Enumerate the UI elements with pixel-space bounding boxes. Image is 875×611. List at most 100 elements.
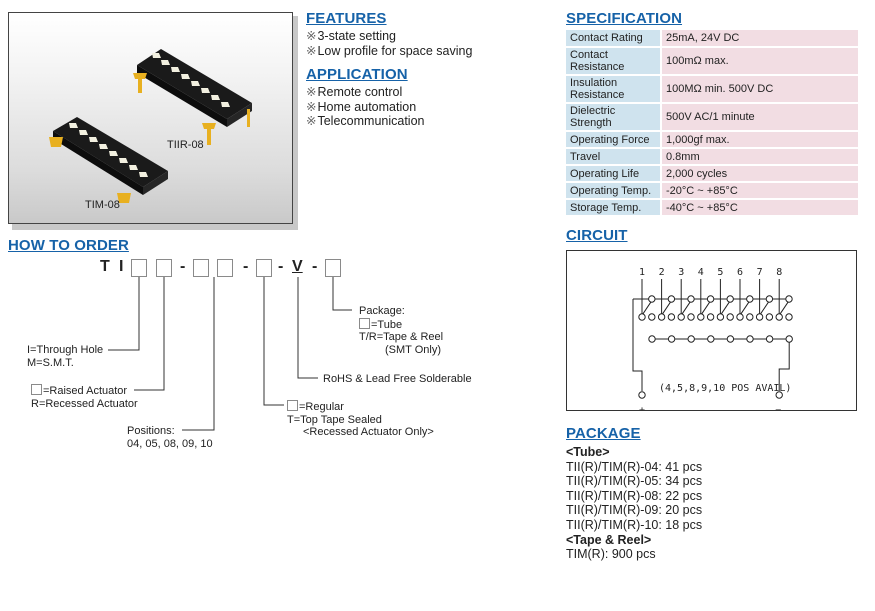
- switch-contact: [657, 313, 666, 321]
- switch-pivot: [726, 295, 734, 303]
- switch-contact: [726, 313, 734, 321]
- position-label: 8: [776, 267, 782, 278]
- leader-line-rohs: [297, 277, 318, 379]
- switch-pivot: [785, 295, 793, 303]
- package-item: TII(R)/TIM(R)-09: 20 pcs: [566, 503, 703, 518]
- order-slot-sealing: [256, 259, 272, 277]
- dip-switch-illustration: [49, 49, 252, 203]
- bullet-mark-icon: ※: [306, 29, 317, 43]
- bullet-mark-icon: ※: [306, 43, 317, 58]
- package-item: TII(R)/TIM(R)-10: 18 pcs: [566, 517, 703, 532]
- switch-contact: [706, 313, 715, 321]
- order-dash: -: [180, 258, 186, 275]
- position-label: 2: [659, 267, 665, 278]
- switch-pivot: [706, 295, 715, 303]
- spec-row: Storage Temp.-40°C ~ +85°C: [566, 199, 858, 217]
- application-item: ※Remote control: [306, 85, 403, 99]
- how-to-order-heading: HOW TO ORDER: [8, 237, 129, 254]
- photo-label-tim-08: TIM-08: [85, 199, 120, 211]
- switch-lever: [681, 301, 691, 315]
- position-label: 3: [678, 267, 684, 278]
- order-dash: -: [312, 258, 318, 275]
- switch-lever: [779, 301, 789, 315]
- photo-label-tiir-08: TIIR-08: [167, 139, 204, 151]
- order-legend-positions: Positions:04, 05, 08, 09, 10: [127, 425, 213, 450]
- order-slot-positions-1: [193, 259, 209, 277]
- specification-heading: SPECIFICATION: [566, 10, 683, 27]
- switch-pivot: [667, 295, 676, 303]
- order-prefix-t: T: [100, 258, 110, 275]
- bus-node: [667, 335, 676, 343]
- switch-contact: [667, 313, 676, 321]
- order-fixed-v: V: [292, 258, 303, 275]
- switch-lever: [642, 301, 652, 315]
- features-list: ※3-state setting ※Low profile for space …: [306, 29, 472, 58]
- order-prefix-i: I: [119, 258, 124, 275]
- blank-box-icon: [31, 384, 42, 395]
- spec-row: Operating Temp.-20°C ~ +85°C: [566, 182, 858, 200]
- bus-node: [765, 335, 774, 343]
- switch-lever: [760, 301, 769, 315]
- bus-node: [707, 335, 715, 343]
- switch-lever: [720, 301, 730, 315]
- order-legend-rohs: RoHS & Lead Free Solderable: [323, 373, 472, 385]
- switch-lever: [740, 301, 750, 315]
- package-item: TIM(R): 900 pcs: [566, 547, 656, 562]
- switch-contact: [697, 313, 705, 321]
- bus-node: [726, 335, 735, 343]
- position-label: 7: [757, 267, 763, 278]
- bullet-mark-icon: ※: [306, 114, 317, 128]
- plus-wire: [632, 299, 643, 391]
- switch-pivot: [648, 295, 656, 303]
- switch-contact: [755, 313, 764, 321]
- position-label: 6: [737, 267, 743, 278]
- circuit-heading: CIRCUIT: [566, 227, 628, 244]
- blank-box-icon: [359, 317, 370, 329]
- order-slot-actuator: [156, 259, 172, 277]
- switch-contact: [716, 313, 725, 321]
- package-reel-header: <Tape & Reel>: [566, 532, 652, 547]
- product-photo: TIIR-08 TIM-08: [8, 12, 293, 224]
- switch-contact: [785, 313, 793, 321]
- bullet-mark-icon: ※: [306, 85, 317, 99]
- switch-contact: [687, 313, 695, 321]
- bullet-mark-icon: ※: [306, 99, 317, 114]
- order-leader-lines: [108, 277, 352, 431]
- features-item: ※Low profile for space saving: [306, 43, 473, 58]
- package-list: <Tube> TII(R)/TIM(R)-04: 41 pcs TII(R)/T…: [566, 445, 702, 562]
- leader-line-package: [332, 277, 352, 311]
- leader-line-mounting: [108, 277, 140, 351]
- position-label: 1: [639, 267, 645, 278]
- switch-contact: [648, 313, 656, 321]
- order-dash: -: [278, 258, 284, 275]
- application-item: ※Telecommunication: [306, 114, 425, 128]
- order-slot-mounting: [131, 259, 147, 277]
- switch-contact: [746, 313, 754, 321]
- bus-node: [746, 335, 754, 343]
- switch-lever: [701, 301, 711, 315]
- package-item: TII(R)/TIM(R)-04: 41 pcs: [566, 459, 703, 474]
- order-slot-package: [325, 259, 341, 277]
- position-label: 4: [698, 267, 704, 278]
- plus-terminal: [638, 391, 646, 399]
- leader-line-actuator: [134, 277, 165, 391]
- switch-tiir-08: [133, 49, 252, 145]
- order-dash: -: [243, 258, 249, 275]
- switch-contact: [736, 313, 744, 321]
- switch-lever: [662, 301, 671, 315]
- leader-line-positions: [182, 277, 215, 431]
- bus-node: [785, 335, 793, 343]
- switch-pivot: [687, 295, 695, 303]
- bus-node: [648, 335, 656, 343]
- circuit-note: (4,5,8,9,10 POS AVAIL): [659, 383, 791, 394]
